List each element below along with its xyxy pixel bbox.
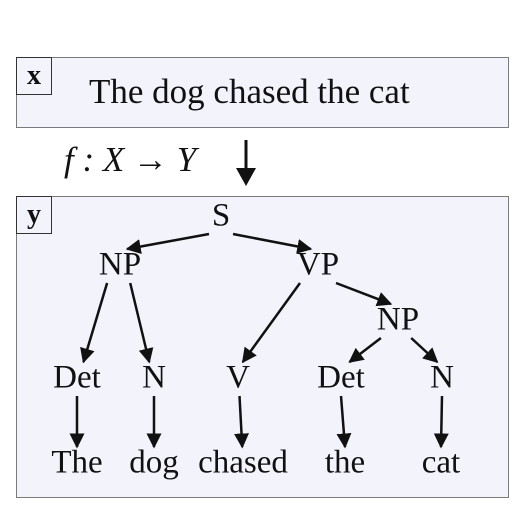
tree-edges (69, 232, 449, 449)
tree-node-w1: The (51, 445, 102, 481)
tree-node-det2: Det (317, 360, 365, 396)
tree-node-n1: N (142, 360, 166, 396)
tree-node-np1: NP (99, 247, 141, 283)
input-sentence: The dog chased the cat (89, 72, 410, 111)
tree-node-s: S (212, 198, 230, 234)
tree-edge-n2-w5 (433, 395, 449, 449)
mapping-label: f : X → Y (64, 140, 197, 179)
output-y-tag: y (16, 196, 52, 234)
tree-edge-np2-n2 (410, 337, 439, 364)
tree-node-v: V (226, 360, 250, 396)
tree-node-w2: dog (129, 445, 179, 481)
tree-edge-vp-np2 (335, 281, 393, 307)
tree-node-vp: VP (297, 247, 339, 283)
mapping-arrow-icon (236, 140, 256, 186)
output-y-box: y (16, 196, 509, 498)
tree-node-n2: N (430, 360, 454, 396)
tree-node-w5: cat (422, 445, 460, 481)
tree-edge-v-w3 (234, 395, 250, 449)
tree-edge-s-vp (232, 232, 313, 254)
tree-edge-np1-det1 (80, 282, 109, 364)
input-x-box: x The dog chased the cat (16, 57, 509, 128)
tree-edge-np2-det2 (348, 337, 382, 363)
tree-node-np2: NP (377, 302, 419, 338)
tree-edge-s-np1 (125, 232, 210, 254)
tree-edge-np1-n1 (128, 282, 154, 364)
tree-node-w4: the (325, 445, 365, 481)
tree-edge-det2-w4 (336, 395, 352, 449)
tree-node-w3: chased (198, 445, 288, 481)
tree-edge-vp-v (241, 282, 302, 364)
tree-node-det1: Det (53, 360, 101, 396)
input-x-tag: x (16, 57, 52, 95)
